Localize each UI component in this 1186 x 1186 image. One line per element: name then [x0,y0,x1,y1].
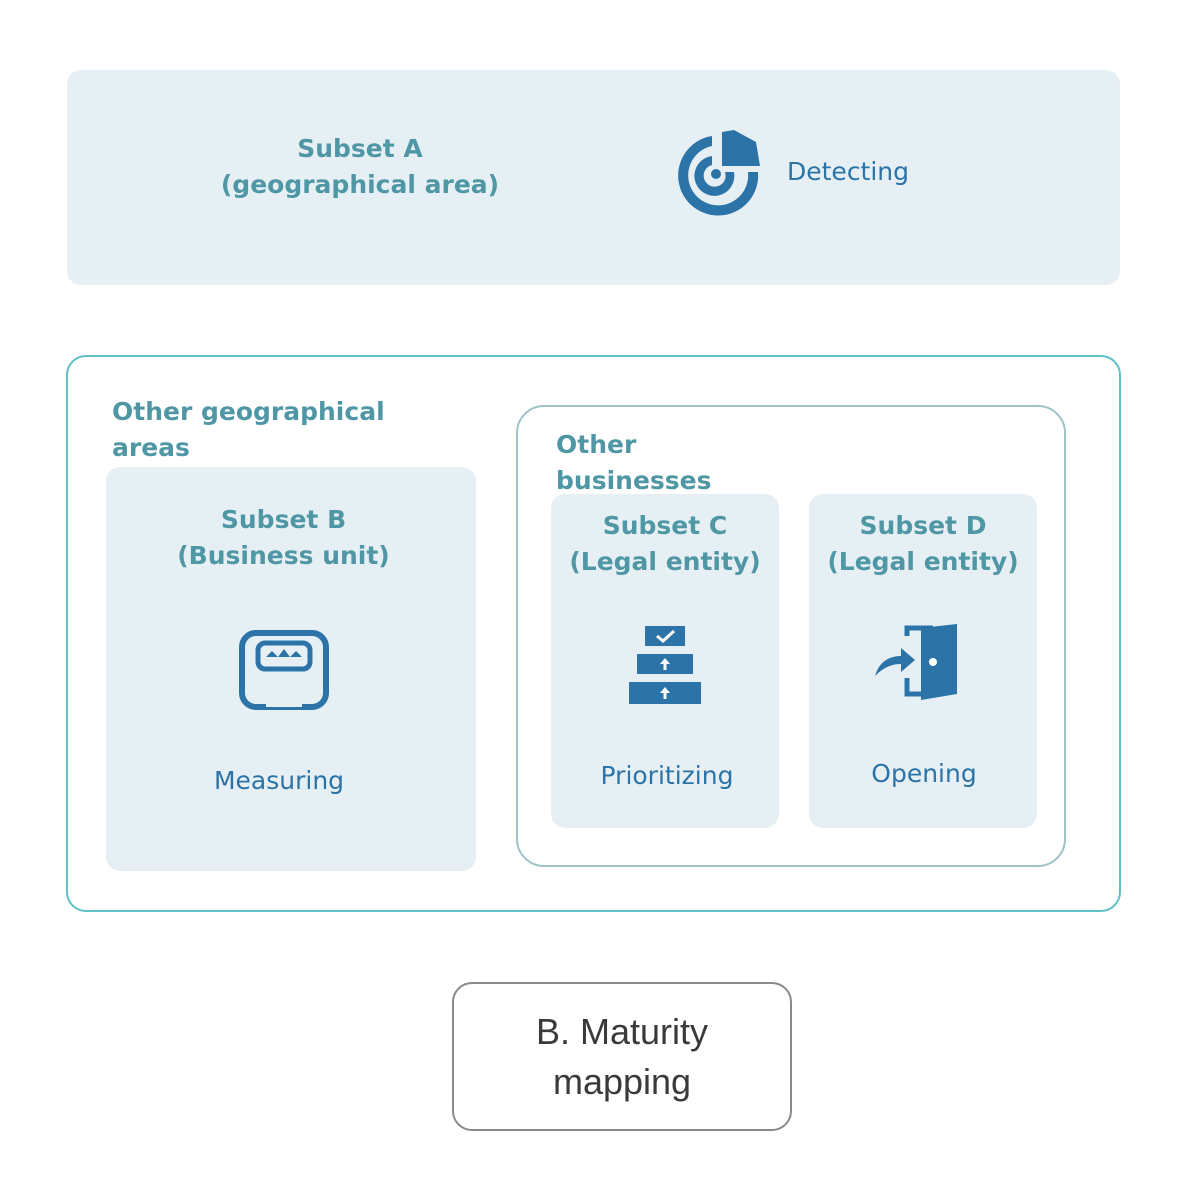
subset-a-label: Detecting [787,157,910,186]
subset-b-panel: Subset B (Business unit) Measuring [106,467,476,871]
subset-a-title-line2: (geographical area) [220,170,500,199]
other-businesses-group [516,405,1066,867]
stacked-priority-icon [629,624,701,706]
subset-b-title: Subset B (Business unit) [126,502,441,574]
subset-d-label: Opening [871,759,977,788]
subset-c-title-line1: Subset C [602,511,728,540]
other-geographical-areas-title: Other geographical areas [112,397,385,462]
caption-line2: mapping [552,1060,692,1102]
other-geographical-areas-group [66,355,1121,912]
subset-c-panel: Subset C (Legal entity) Prioritizing [551,494,779,828]
subset-d-panel: Subset D (Legal entity) Opening [809,494,1037,828]
subset-d-title: Subset D (Legal entity) [809,508,1037,580]
radar-icon [672,130,768,226]
subset-b-title-line2: (Business unit) [177,541,390,570]
subset-a-title: Subset A (geographical area) [210,131,510,203]
subset-b-title-line1: Subset B [220,505,347,534]
subset-d-title-line1: Subset D [859,511,987,540]
caption-line1: B. Maturity [535,1010,709,1052]
other-businesses-title: Other businesses [556,430,712,495]
subset-c-title-line2: (Legal entity) [569,547,761,576]
subset-d-title-line2: (Legal entity) [827,547,1019,576]
subset-b-label: Measuring [213,766,345,795]
subset-a-panel: Subset A (geographical area) Detecting [67,70,1120,285]
subset-a-title-line1: Subset A [297,134,423,163]
scale-icon [238,629,330,711]
subset-c-title: Subset C (Legal entity) [551,508,779,580]
subset-c-label: Prioritizing [600,761,734,790]
door-enter-icon [873,624,961,704]
caption-box: B. Maturity mapping [452,982,792,1131]
